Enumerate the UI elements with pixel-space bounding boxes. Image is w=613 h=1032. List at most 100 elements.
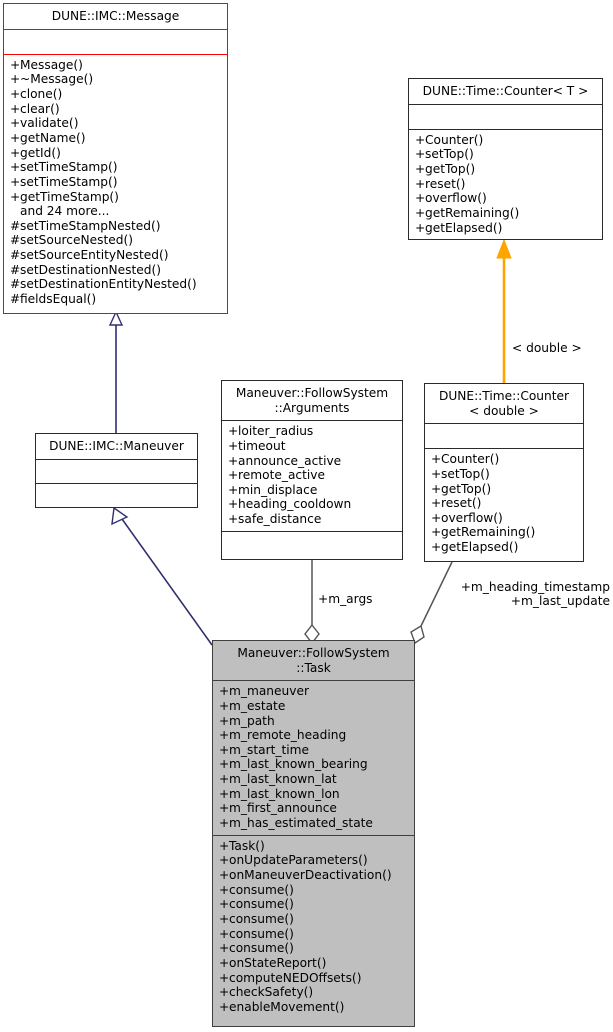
member-row: and 24 more... [20,204,110,219]
member-row: +m_start_time [219,742,309,757]
member-row: +m_last_known_lat [219,772,337,787]
class-operations-counter-double: +Counter()+setTop()+getTop()+reset()+ove… [425,449,583,559]
member-visibility: # [10,292,21,307]
member-visibility: + [219,912,230,927]
member-row: +m_path [219,713,275,728]
member-visibility: # [10,248,21,263]
class-box-dune-imc-message[interactable]: DUNE::IMC::Message +Message()+~Message()… [3,3,228,314]
member-visibility: + [219,816,230,831]
class-attributes-message [4,30,227,55]
member-row: +m_remote_heading [219,728,347,743]
member-visibility: + [219,742,230,757]
member-visibility: + [431,510,442,525]
member-row: +consume() [219,882,294,897]
member-visibility: + [10,72,21,87]
member-visibility: + [219,897,230,912]
edge-label-counter-members: +m_heading_timestamp +m_last_update [460,580,610,609]
class-operations-message: +Message()+~Message()+clone()+clear()+va… [4,55,227,311]
class-title-counter-double: DUNE::Time::Counter < double > [425,384,583,425]
member-visibility: + [219,698,230,713]
member-visibility: + [228,482,239,497]
class-title-counter-t: DUNE::Time::Counter< T > [409,79,602,105]
member-visibility: + [415,147,426,162]
member-row: +reset() [431,496,482,511]
class-title-arguments: Maneuver::FollowSystem ::Arguments [222,381,402,422]
member-visibility: + [10,101,21,116]
member-row: +getRemaining() [431,525,536,540]
member-row: +overflow() [431,510,503,525]
class-attributes-maneuver [36,460,197,484]
class-attributes-task: +m_maneuver+m_estate+m_path+m_remote_hea… [213,681,414,836]
member-visibility: + [415,205,426,220]
member-row: +onStateReport() [219,956,327,970]
member-row: +Counter() [431,452,500,467]
class-attributes-arguments: +loiter_radius+timeout+announce_active+r… [222,421,402,532]
member-row: +getTimeStamp() [10,189,119,204]
member-row: +Counter() [415,132,484,147]
edge-label-m-args: +m_args [318,592,373,606]
class-title-message: DUNE::IMC::Message [4,4,227,30]
member-row: #setSourceEntityNested() [10,248,169,263]
member-visibility: + [219,956,230,970]
member-visibility: + [431,496,442,511]
member-visibility: + [219,999,230,1014]
member-visibility: + [228,438,239,453]
member-row: +heading_cooldown [228,497,352,512]
member-visibility: + [228,497,239,512]
member-visibility: # [10,218,21,233]
class-box-dune-imc-maneuver[interactable]: DUNE::IMC::Maneuver [35,433,198,508]
member-visibility: # [10,262,21,277]
member-row: +m_estate [219,698,286,713]
member-visibility: + [10,145,21,160]
member-visibility: + [219,926,230,941]
member-row: +reset() [415,176,466,191]
member-row: +timeout [228,438,286,453]
member-visibility: + [431,452,442,467]
member-visibility: + [415,191,426,206]
class-operations-task: +Task()+onUpdateParameters()+onManeuverD… [213,836,414,1019]
member-row: +safe_distance [228,512,322,527]
member-row: #fieldsEqual() [10,292,97,307]
member-row: +setTop() [415,147,474,162]
member-row: +setTimeStamp() [10,160,118,175]
member-visibility: + [431,525,442,540]
class-box-dune-time-counter-double[interactable]: DUNE::Time::Counter < double > +Counter(… [424,383,584,562]
member-row: +clear() [10,101,60,116]
class-attributes-counter-double [425,424,583,450]
member-row: +validate() [10,116,79,131]
member-visibility: + [10,57,21,72]
member-row: +getElapsed() [415,220,503,235]
class-box-followsystem-task[interactable]: Maneuver::FollowSystem ::Task +m_maneuve… [212,640,415,1027]
member-row: +loiter_radius [228,424,314,439]
member-row: +checkSafety() [219,985,314,1000]
member-row: +setTop() [431,466,490,481]
member-visibility: + [10,160,21,175]
class-box-followsystem-arguments[interactable]: Maneuver::FollowSystem ::Arguments +loit… [221,380,403,560]
member-row: +~Message() [10,72,94,87]
member-row: +announce_active [228,453,342,468]
aggregation-arguments-to-task [304,560,320,645]
member-visibility: + [219,970,230,985]
member-visibility: + [219,728,230,743]
member-row: #setDestinationEntityNested() [10,277,197,292]
member-visibility: + [219,801,230,816]
member-row: +getName() [10,130,86,145]
member-row: #setTimeStampNested() [10,218,161,233]
member-visibility: + [415,176,426,191]
member-visibility: + [219,985,230,1000]
member-row: +getRemaining() [415,205,520,220]
member-visibility: + [10,116,21,131]
inheritance-maneuver-to-message [108,310,124,433]
member-visibility: # [10,277,21,292]
member-row: #setDestinationNested() [10,262,162,277]
class-box-dune-time-counter-t[interactable]: DUNE::Time::Counter< T > +Counter()+setT… [408,78,603,240]
member-visibility: + [10,86,21,101]
class-operations-counter-t: +Counter()+setTop()+getTop()+reset()+ove… [409,130,602,240]
member-row: +Task() [219,838,265,853]
member-visibility: + [219,684,230,699]
member-visibility: + [10,174,21,189]
member-visibility: + [431,466,442,481]
member-visibility: + [228,512,239,527]
member-row: +computeNEDOffsets() [219,970,362,985]
